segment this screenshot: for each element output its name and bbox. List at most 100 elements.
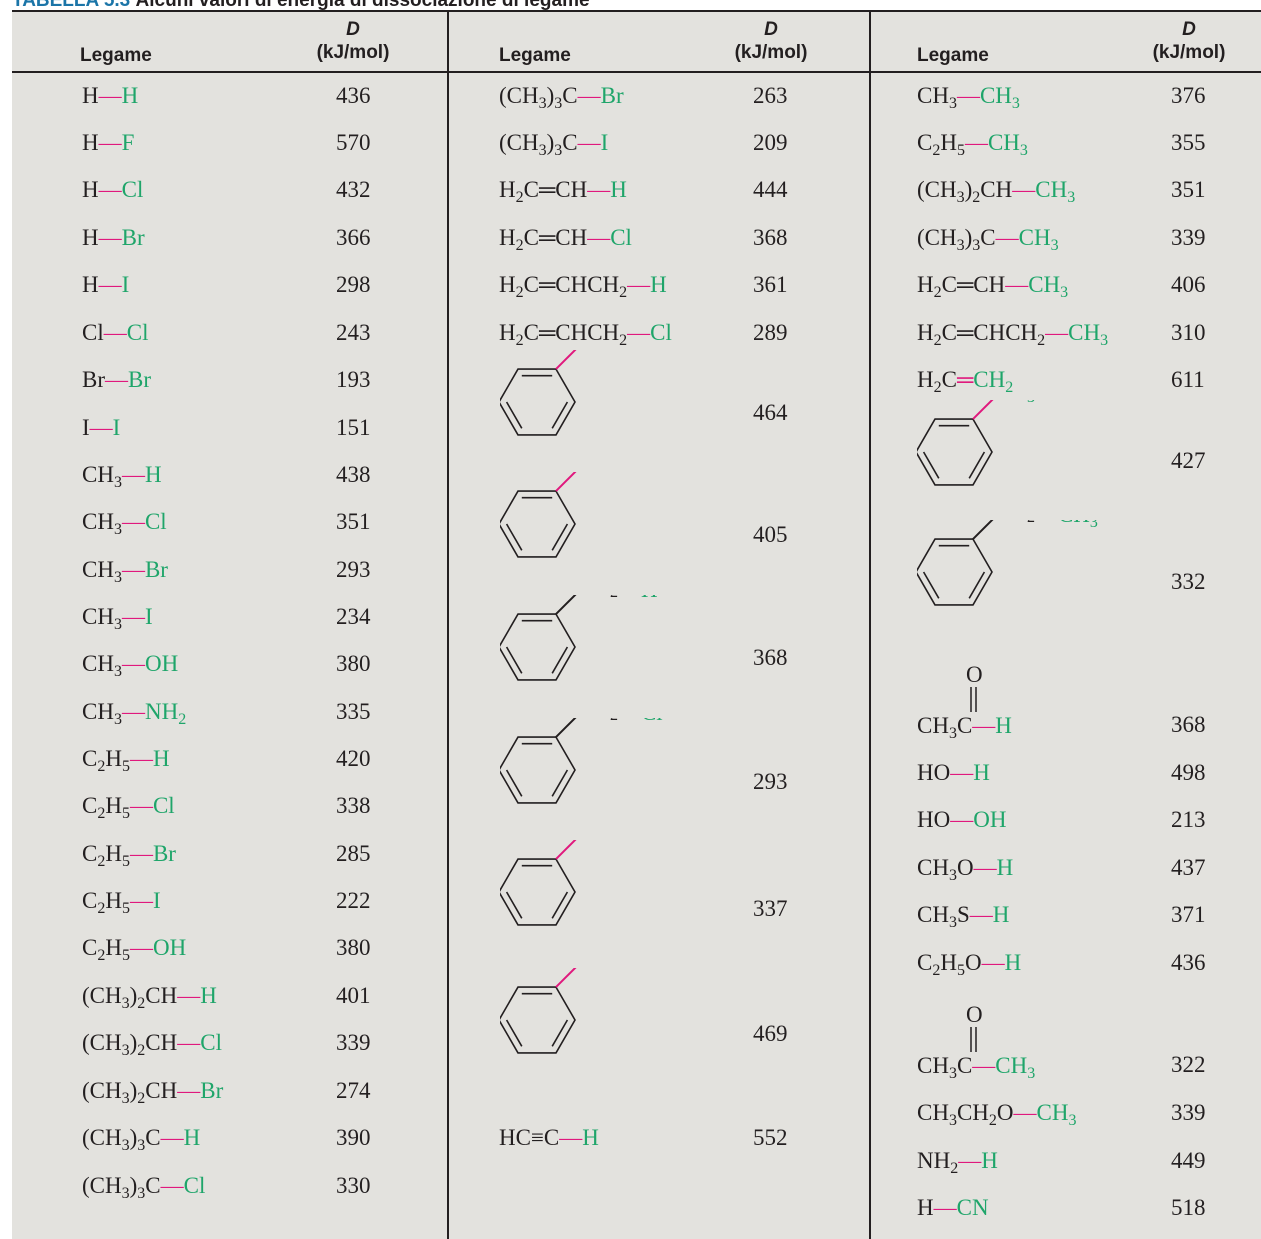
dissociation-energy: 338	[336, 793, 371, 818]
bond-line: —	[617, 718, 642, 725]
bond-atom-b: Cl	[610, 225, 632, 250]
bond-formula: CH3—Br	[82, 556, 168, 586]
benzene-double-bond	[551, 401, 569, 429]
bond-formula: H2C═CH—H	[499, 176, 627, 206]
bond-atom-a: H	[82, 225, 99, 250]
bond-line: —	[98, 225, 122, 250]
bond-formula: C2H5—H	[82, 745, 170, 775]
benzene-ring	[500, 986, 576, 1054]
bond-atom-b: CH3	[1036, 1100, 1077, 1129]
bond-line: —	[627, 320, 651, 345]
bond-line: —	[1034, 520, 1059, 527]
bond-line: —	[121, 462, 145, 487]
carbonyl-formula: CH3C—CH3	[917, 1053, 1035, 1080]
bond-atom-a: HO	[917, 760, 951, 785]
bond-atom-a: CH3	[82, 699, 122, 728]
bond-atom-a: C2H5	[82, 793, 130, 822]
header-bond-col3: Legame	[917, 45, 989, 66]
dissociation-energy: 436	[336, 83, 371, 108]
benzene-double-bond	[551, 646, 569, 674]
bond-formula: I—I	[82, 414, 120, 442]
bond-atom-b: H	[996, 855, 1014, 880]
ring-substituent: CH3	[995, 400, 1035, 406]
bond-formula: CH3—I	[82, 603, 153, 633]
dissociation-energy: 213	[1171, 807, 1206, 832]
bond-formula: H2C═CHCH2—Cl	[499, 319, 672, 349]
dissociation-energy: 427	[1171, 448, 1206, 473]
bond-line: —	[177, 983, 201, 1008]
benzene-ring	[500, 490, 576, 558]
dissociation-energy: 293	[753, 769, 788, 794]
bond-formula: C2H5—I	[82, 887, 161, 917]
benzene-double-bond	[922, 451, 940, 479]
bond-line: —	[577, 83, 601, 108]
bond-formula: C2H5—Br	[82, 840, 176, 870]
benzene-double-bond	[505, 769, 523, 797]
bond-line: ═	[956, 367, 974, 392]
bond-line: —	[950, 807, 974, 832]
bond-atom-b: CH3	[1028, 272, 1069, 301]
bond-atom-a: (CH3)2CH	[82, 1078, 178, 1107]
bond-atom-b: Br	[144, 557, 168, 582]
ring-substituent-bond	[972, 520, 994, 540]
bond-line: —	[121, 699, 145, 724]
bond-atom-a: CH3CH2O	[917, 1100, 1014, 1129]
bond-atom-a: Br	[82, 367, 105, 392]
benzene-double-bond	[505, 646, 523, 674]
bond-line: —	[969, 902, 993, 927]
bond-atom-b: Br	[600, 83, 624, 108]
table-title: Alcuni valori di energia di dissociazion…	[135, 0, 590, 11]
benzene-ring-structure: CH2—CH3	[917, 520, 1098, 606]
bond-formula: CH3—Cl	[82, 508, 167, 538]
benzene-double-bond	[551, 769, 569, 797]
ring-substituent: H	[578, 350, 595, 352]
bond-formula: C2H5—OH	[82, 934, 186, 964]
bond-formula: H2C═CH—CH3	[917, 271, 1069, 301]
dissociation-energy: 310	[1171, 320, 1206, 345]
ring-substituent-bond	[555, 595, 577, 615]
dissociation-energy: 351	[336, 509, 371, 534]
top-rule	[12, 10, 1261, 12]
dissociation-energy: 406	[1171, 272, 1206, 297]
bond-formula: H2C═CH—Cl	[499, 224, 632, 254]
bond-line: —	[950, 760, 974, 785]
header-d-col3: D(kJ/mol)	[1152, 19, 1226, 63]
bond-atom-a: Cl	[82, 320, 104, 345]
bond-line: —	[129, 841, 153, 866]
dissociation-energy: 339	[336, 1030, 371, 1055]
dissociation-energy: 337	[753, 896, 788, 921]
bond-atom-a: H2C═CHCH2	[499, 272, 628, 301]
dissociation-energy: 274	[336, 1078, 371, 1103]
bond-line	[555, 472, 577, 492]
bond-atom-a: HC≡C	[499, 1125, 560, 1150]
header-rule	[12, 71, 1261, 73]
bond-formula: CH3S—H	[917, 901, 1009, 931]
dissociation-energy: 289	[753, 320, 788, 345]
bond-atom-b: H	[650, 272, 667, 297]
bond-formula: CH3—CH3	[917, 82, 1020, 112]
benzene-ring	[917, 418, 993, 486]
benzene-ring	[500, 858, 576, 926]
dissociation-energy: 498	[1171, 760, 1206, 785]
benzene-double-bond	[505, 1019, 523, 1047]
header-bond-col1: Legame	[80, 45, 152, 66]
bond-atom-b: CH3	[987, 130, 1028, 159]
ring-substituent: Br	[578, 840, 601, 842]
dissociation-energy: 449	[1171, 1148, 1206, 1173]
bond-atom-a: CH3S	[917, 902, 970, 931]
bond-atom-a: C2H5O	[917, 950, 982, 979]
bond-line: —	[121, 604, 145, 629]
dissociation-energy: 234	[336, 604, 371, 629]
bond-atom-a: NH2	[917, 1148, 959, 1177]
benzene-double-bond	[968, 571, 986, 599]
bond-line: —	[995, 225, 1019, 250]
bond-atom-a: C2H5	[82, 888, 130, 917]
bond-formula: (CH3)3C—I	[499, 129, 608, 159]
bond-atom-a: (CH3)2CH	[82, 1030, 178, 1059]
bond-atom-b: OH	[144, 651, 179, 676]
bond-atom-a: H2C	[917, 367, 957, 396]
bond-atom-a: (CH3)3C	[917, 225, 996, 254]
bond-atom-a: H	[917, 1195, 934, 1220]
bond-line: —	[1013, 1100, 1037, 1125]
dissociation-energy: 570	[336, 130, 371, 155]
